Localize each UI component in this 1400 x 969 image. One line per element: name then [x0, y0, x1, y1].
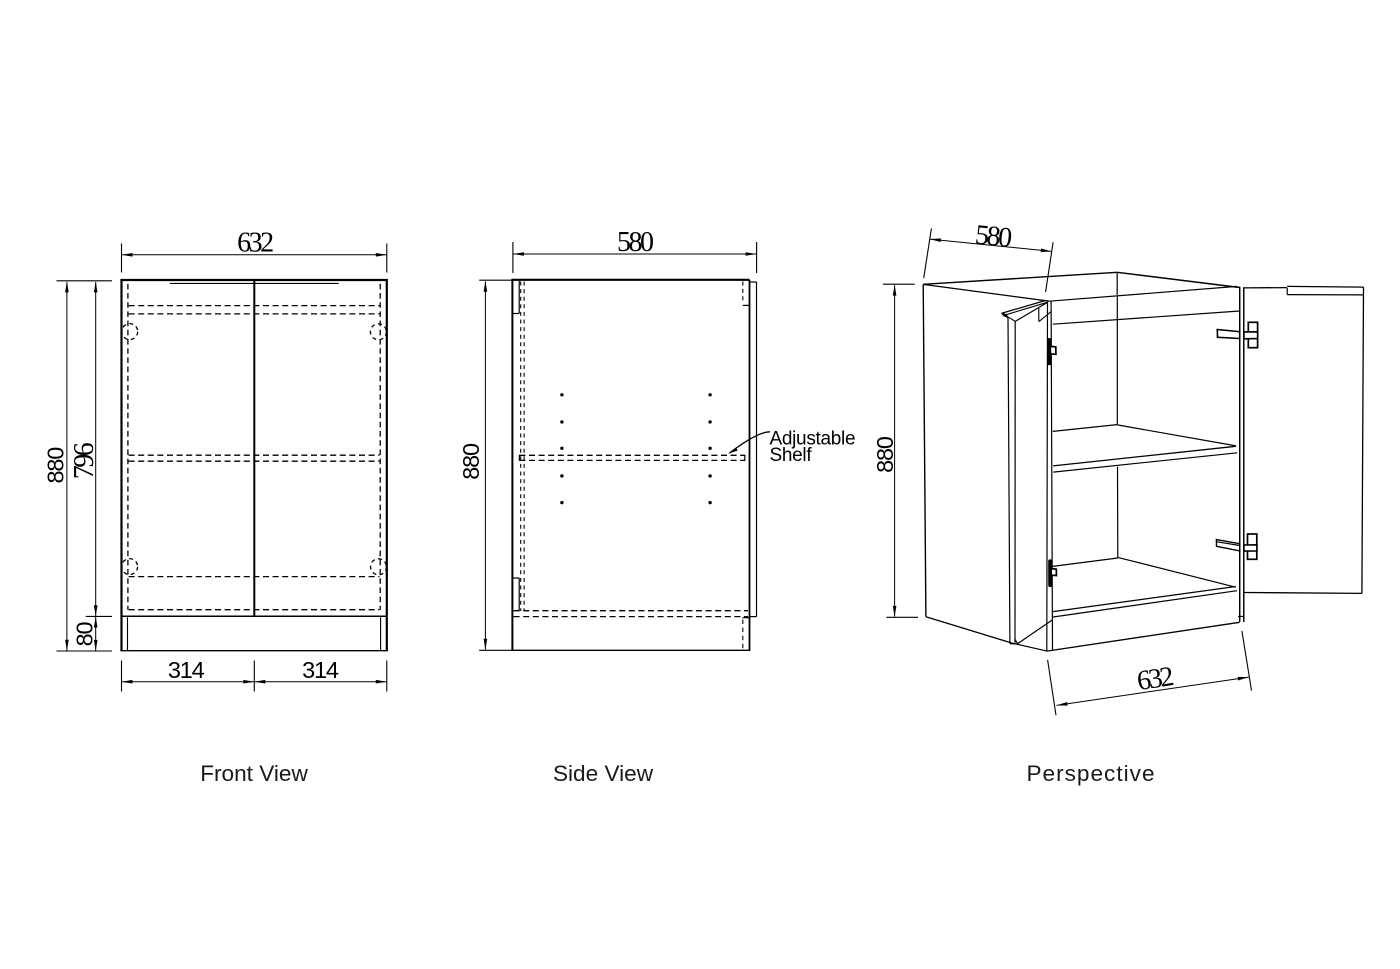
svg-text:880: 880 — [43, 447, 69, 484]
svg-text:580: 580 — [617, 227, 653, 258]
svg-text:632: 632 — [237, 228, 273, 259]
svg-text:314: 314 — [302, 657, 339, 683]
svg-text:580: 580 — [974, 219, 1013, 253]
svg-text:Perspective: Perspective — [1026, 761, 1155, 786]
svg-text:632: 632 — [1135, 661, 1175, 697]
svg-text:314: 314 — [168, 657, 205, 683]
svg-text:796: 796 — [69, 442, 100, 479]
svg-text:Side View: Side View — [553, 761, 654, 786]
svg-text:880: 880 — [458, 443, 484, 480]
svg-text:Shelf: Shelf — [770, 445, 813, 466]
svg-text:880: 880 — [872, 436, 898, 473]
svg-text:80: 80 — [71, 622, 97, 647]
svg-text:Front View: Front View — [200, 761, 308, 786]
